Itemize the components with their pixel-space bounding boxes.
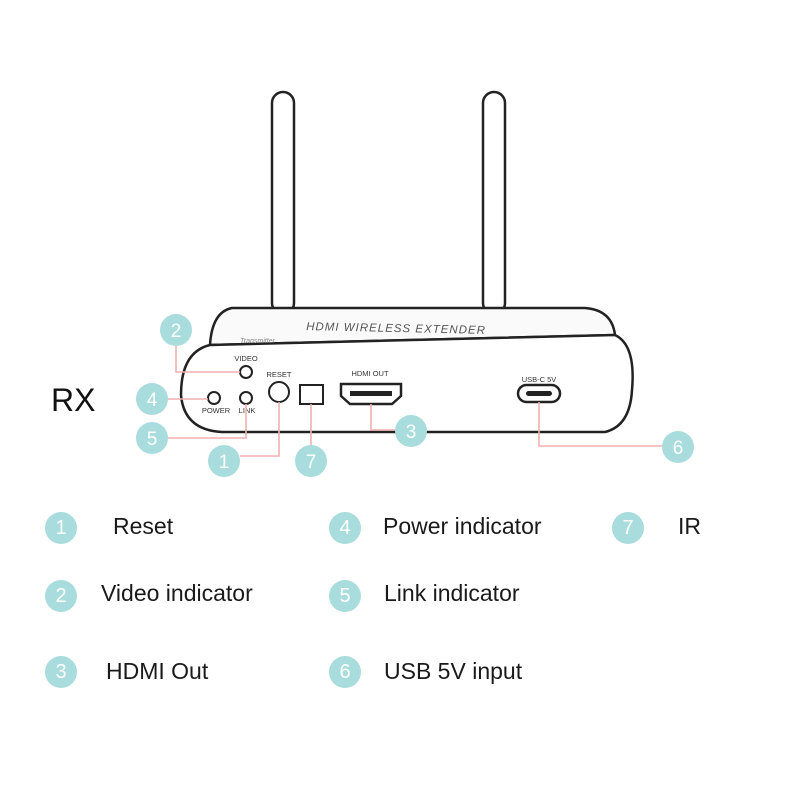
leader-line-6 [538,402,662,447]
legend-badge-7: 7 [612,512,644,544]
link-led [239,391,253,405]
callout-number-4: 4 [147,390,158,411]
legend-label-usb-5v-input: USB 5V input [384,658,523,684]
usbc-port-inner [526,391,552,396]
legend-badge-1: 1 [45,512,77,544]
legend-badge-2: 2 [45,580,77,612]
legend-label-ir: IR [678,513,701,539]
callout-badge-6 [662,431,694,463]
legend-label-video-indicator: Video indicator [101,580,253,606]
leader-lines [168,346,662,457]
hdmi-port-inner [350,391,392,396]
callout-number-3: 3 [406,422,417,443]
callout-number-1: 1 [219,452,230,473]
power-led [207,391,221,405]
legend-label-hdmi-out: HDMI Out [106,658,209,684]
reset-port-label: RESET [266,370,291,379]
leader-line-2 [175,346,240,373]
video-port-label: VIDEO [234,354,258,363]
callout-badge-2 [160,314,192,346]
device-subtitle: Transmitter [240,338,276,345]
legend-badge-5: 5 [329,580,361,612]
leader-line-3 [370,404,398,431]
video-led [239,365,253,379]
rx-label: RX [51,382,96,418]
power-port-label: POWER [202,406,231,415]
reset-button [268,381,290,403]
leader-line-5 [168,404,247,439]
leader-line-1 [240,402,280,457]
callout-badge-1 [208,445,240,477]
legend-label-link-indicator: Link indicator [384,580,520,606]
callout-number-5: 5 [147,429,158,450]
hdmi-out-port-label: HDMI OUT [351,369,388,378]
callout-number-2: 2 [171,321,182,342]
link-port-label: LINK [239,406,256,415]
callout-badge-4 [136,383,168,415]
callout-badges: 2 4 5 1 7 3 6 [136,314,694,477]
callout-number-7: 7 [306,452,317,473]
left-antenna [270,90,296,316]
legend-label-power-indicator: Power indicator [383,513,542,539]
callout-number-6: 6 [673,438,684,459]
ir-window [299,384,324,405]
usbc-port-label: USB-C 5V [522,375,557,384]
callout-badge-7 [295,445,327,477]
legend-label-reset: Reset [113,513,174,539]
legend-badge-3: 3 [45,656,77,688]
device-title: HDMI WIRELESS EXTENDER [306,321,486,337]
legend-badge-4: 4 [329,512,361,544]
legend-badge-6: 6 [329,656,361,688]
right-antenna [481,90,507,316]
callout-badge-5 [136,422,168,454]
callout-badge-3 [395,415,427,447]
